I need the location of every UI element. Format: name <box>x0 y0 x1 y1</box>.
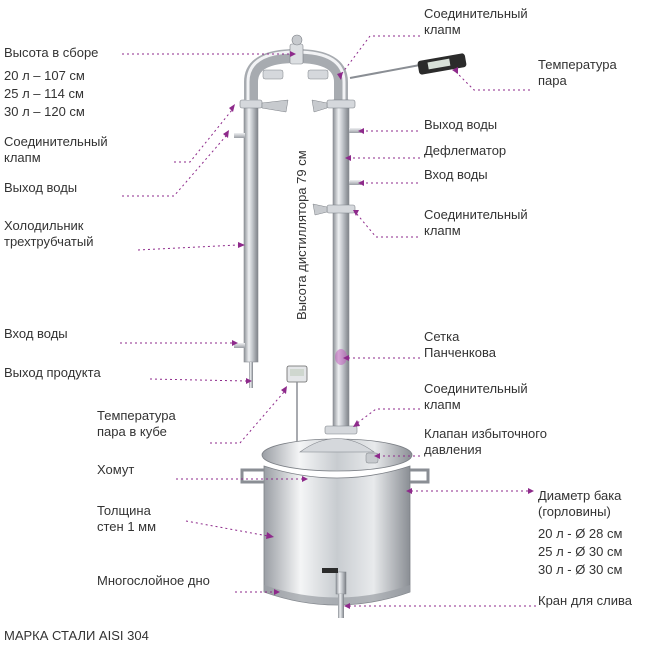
label-wall-thickness: Толщина стен 1 мм <box>97 503 157 534</box>
leader-product-out <box>149 378 247 382</box>
arrow-water-in-left <box>232 340 238 346</box>
label-product-out: Выход продукта <box>4 365 101 380</box>
leader-wall-thickness <box>185 520 269 537</box>
condenser-clamp <box>239 99 263 109</box>
label-distiller-height: Высота дистиллятора 79 см <box>294 150 309 320</box>
leader-water-out-left <box>122 135 227 197</box>
label-temp-vapor: Температура пара <box>538 57 617 88</box>
arrow-product-out <box>246 378 252 384</box>
top-clamp-screw <box>291 34 303 46</box>
tank-handle-left <box>240 468 264 484</box>
arrow-dephlegmator <box>345 155 351 161</box>
arrow-height-assembled <box>290 51 296 57</box>
leader-condenser <box>137 244 239 251</box>
tank-bottom-layer <box>264 585 410 605</box>
vapor-thermometer-screen <box>427 58 451 70</box>
label-water-out-right: Выход воды <box>424 117 498 132</box>
arrow-temp-vapor <box>452 67 458 74</box>
label-tank-diameter: Диаметр бака (горловины) <box>538 488 622 519</box>
condenser-tube <box>243 99 259 363</box>
leader-clamp-right-low <box>355 408 420 425</box>
arrow-clamp-top <box>337 72 343 80</box>
arrow-panchenkov <box>343 355 349 361</box>
label-clamp-top: Соединительный клапм <box>424 6 528 37</box>
label-multilayer-bottom: Многослойное дно <box>97 573 210 588</box>
column-clamp-mid-wing <box>312 203 328 216</box>
pressure-valve-body <box>365 452 379 464</box>
column-clamp-mid <box>326 204 356 214</box>
dephlegmator-water-in-pipe <box>349 180 361 185</box>
leader-temp-vapor <box>455 71 530 91</box>
leader-clamp-left <box>174 109 233 163</box>
arrow-temp-cube <box>281 386 287 394</box>
label-clamp-right-mid: Соединительный клапм <box>424 207 528 238</box>
arrow-tank-diameter <box>406 488 412 494</box>
label-pressure-valve: Клапан избыточного давления <box>424 426 547 457</box>
leader-clamp-top <box>339 35 420 77</box>
leader-temp-cube <box>210 391 285 444</box>
label-tank-sizes: 20 л - Ø 28 см 25 л - Ø 30 см 30 л - Ø 3… <box>538 526 623 577</box>
label-panchenkov-mesh: Сетка Панченкова <box>424 329 496 360</box>
column-clamp-upper-wing <box>311 99 328 113</box>
label-drain-tap: Кран для слива <box>538 593 632 608</box>
arrow-pressure-valve <box>374 453 380 459</box>
label-steel-grade: МАРКА СТАЛИ AISI 304 <box>4 628 149 643</box>
arrow-water-out-left <box>223 130 229 138</box>
cube-thermometer-screen <box>290 369 304 376</box>
label-clamp-left: Соединительный клапм <box>4 134 108 165</box>
column-clamp-low <box>324 425 358 435</box>
arc-clamp-right <box>307 69 329 80</box>
product-outlet-pipe <box>249 362 253 388</box>
arrow-water-out-right <box>358 128 364 134</box>
condenser-water-in-pipe <box>234 343 245 348</box>
arc-clamp-left <box>262 69 284 80</box>
arrow-clamp-right-mid <box>353 210 359 216</box>
arrow-clamp-left <box>229 104 235 112</box>
label-clamp-right-low: Соединительный клапм <box>424 381 528 412</box>
leader-clamp-right-mid <box>355 212 418 238</box>
arrow-water-in-right <box>358 180 364 186</box>
arrow-multilayer-bottom <box>274 589 280 595</box>
drain-tap-body <box>335 571 347 595</box>
label-water-out-left: Выход воды <box>4 180 78 195</box>
arrow-drain-tap <box>344 603 350 609</box>
label-height-sizes: 20 л – 107 см 25 л – 114 см 30 л – 120 с… <box>4 68 85 119</box>
arrow-clamp-right-low <box>353 420 360 427</box>
column-tube <box>332 99 350 431</box>
label-height-assembled: Высота в сборе <box>4 45 99 60</box>
label-water-in-right: Вход воды <box>424 167 488 182</box>
condenser-clamp-wing <box>261 99 289 113</box>
leader-arrows <box>223 51 534 609</box>
arrow-wall-thickness <box>266 532 274 539</box>
vapor-thermometer-probe <box>349 64 421 79</box>
arrow-condenser <box>238 242 245 248</box>
arrow-tank-diameter-end <box>528 488 534 494</box>
drain-tap-spout <box>338 594 344 618</box>
drain-tap-lever <box>322 568 338 573</box>
panchenkov-mesh-marker <box>335 349 347 365</box>
label-clamp-ring: Хомут <box>97 462 135 477</box>
dephlegmator-water-out-pipe <box>349 128 361 133</box>
leader-lines <box>120 35 536 607</box>
tank-lid-dome <box>299 438 375 453</box>
tank-handle-right <box>410 468 430 484</box>
label-temp-cube: Температура пара в кубе <box>97 408 176 439</box>
label-dephlegmator: Дефлегматор <box>424 143 507 158</box>
label-condenser: Холодильник трехтрубчатый <box>4 218 94 249</box>
arrow-clamp-ring <box>302 476 308 482</box>
column-clamp-upper <box>326 99 356 109</box>
condenser-water-out-pipe <box>234 133 245 138</box>
label-water-in-left: Вход воды <box>4 326 68 341</box>
